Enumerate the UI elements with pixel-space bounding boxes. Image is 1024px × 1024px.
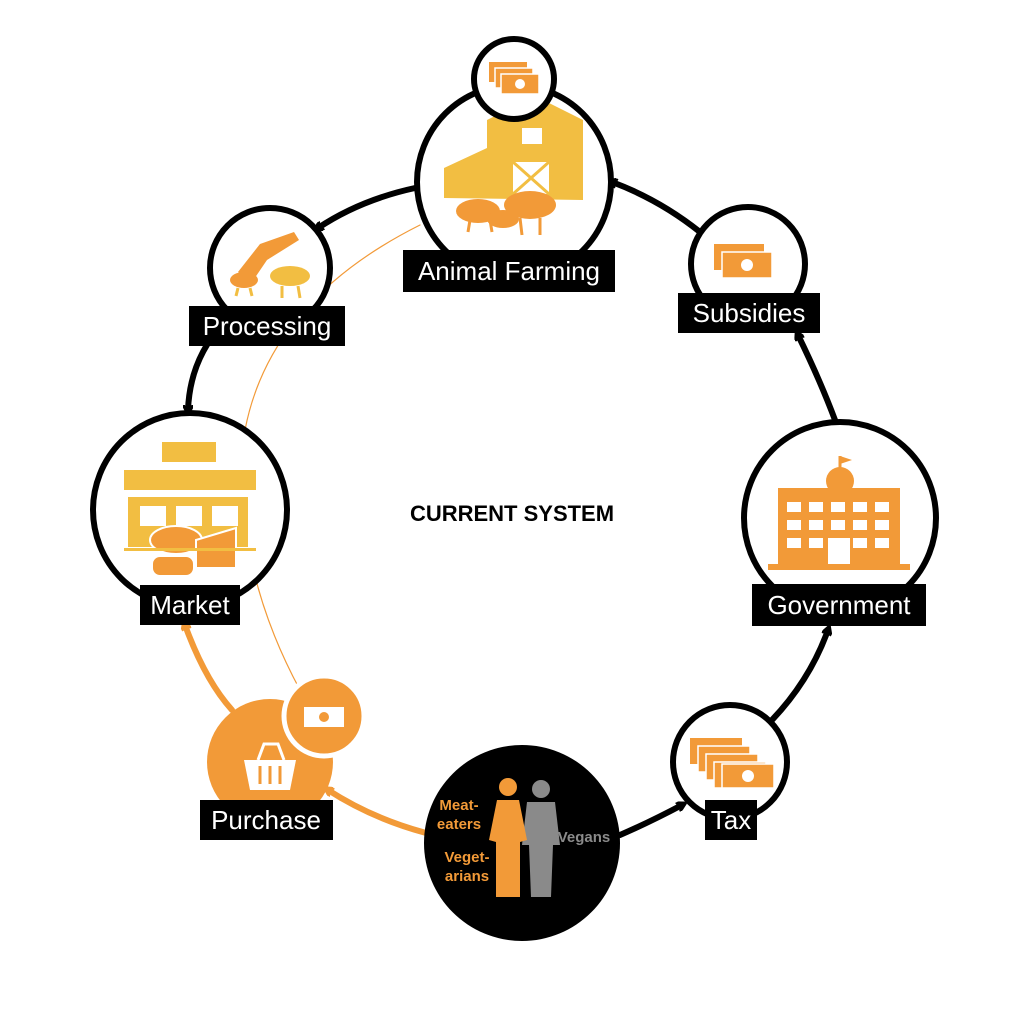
government-label: Government xyxy=(767,590,911,620)
subsidies-node: Subsidies xyxy=(678,204,820,333)
market-node: Market xyxy=(90,410,290,625)
banknotes-icon xyxy=(714,244,773,279)
tax-label: Tax xyxy=(711,805,751,835)
subsidies-label: Subsidies xyxy=(693,298,806,328)
vegetarians-label-2: arians xyxy=(445,868,489,885)
consumers-node: Meat- eaters Veget- arians Vegans xyxy=(424,745,620,941)
diagram-title: CURRENT SYSTEM xyxy=(410,501,614,526)
barn-livestock-icon xyxy=(444,96,583,236)
animal-farming-label: Animal Farming xyxy=(418,256,600,286)
arrow-government-to-subsidies xyxy=(798,335,838,423)
shopping-basket-icon xyxy=(244,742,296,790)
tax-node: Tax xyxy=(670,702,790,840)
arrow-farming-to-processing xyxy=(318,185,418,228)
meat-eaters-label-1: Meat- xyxy=(439,797,478,814)
arrow-subsidies-to-farming xyxy=(612,182,703,235)
shop-meat-cheese-icon xyxy=(124,442,256,577)
processing-label: Processing xyxy=(203,311,332,341)
meat-eaters-label-2: eaters xyxy=(437,816,481,833)
money-stack-icon xyxy=(489,62,540,95)
processing-node: Processing xyxy=(189,205,345,346)
arrow-consumers-to-tax xyxy=(617,805,682,838)
animal-farming-node: Animal Farming xyxy=(403,36,615,292)
purchase-label: Purchase xyxy=(211,805,321,835)
people-silhouettes-icon xyxy=(489,778,560,897)
government-node: Government xyxy=(741,419,939,626)
arrow-purchase-to-market xyxy=(185,625,235,713)
purchase-node: Purchase xyxy=(200,673,367,840)
banknote-icon xyxy=(304,707,344,727)
market-label: Market xyxy=(150,590,230,620)
vegetarians-label-1: Veget- xyxy=(444,849,489,866)
money-stack-icon xyxy=(690,738,775,789)
arrow-tax-to-government xyxy=(769,630,828,723)
vegans-label: Vegans xyxy=(558,829,611,846)
government-building-icon xyxy=(768,456,910,570)
slaughter-cleaver-icon xyxy=(230,232,310,299)
